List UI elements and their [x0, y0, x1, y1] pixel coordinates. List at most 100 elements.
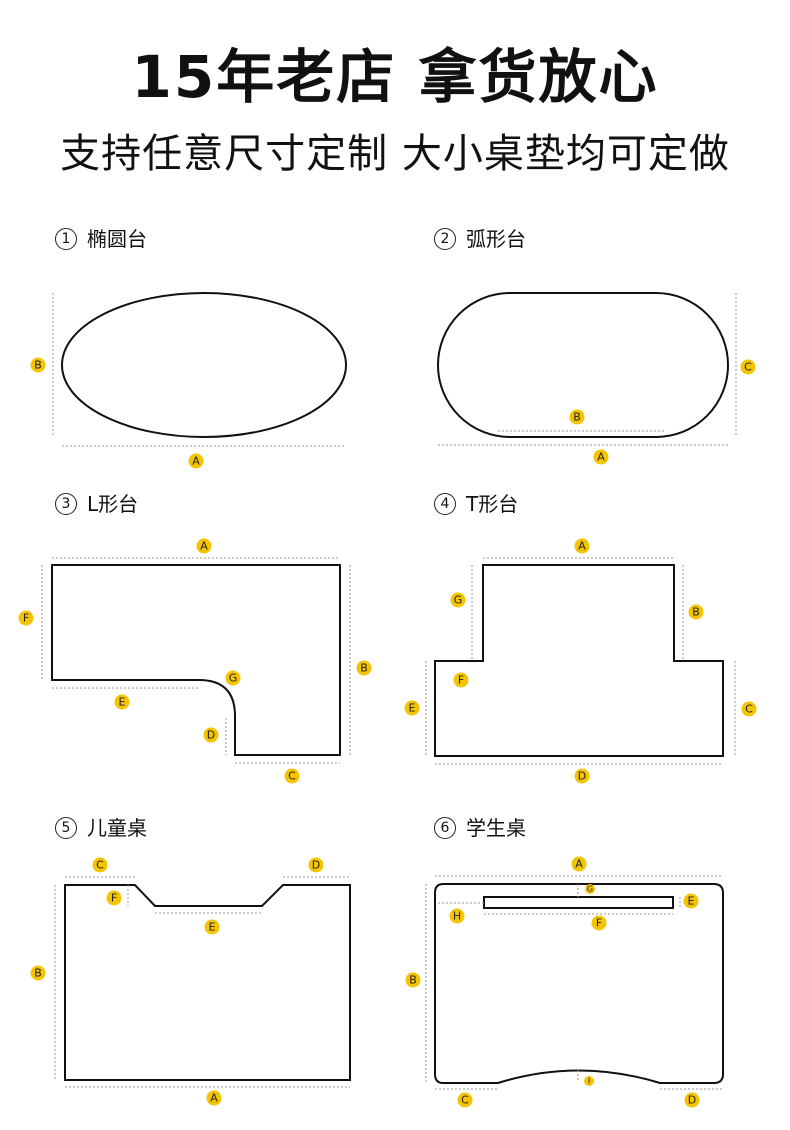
dimension-badge: E — [683, 893, 699, 909]
page-subtitle: 支持任意尺寸定制 大小桌垫均可定做 — [60, 131, 730, 177]
section-student: 6 学生桌 — [434, 814, 526, 842]
dimension-badge: A — [571, 856, 587, 872]
section-label: 椭圆台 — [87, 227, 147, 251]
dimension-badge: B — [30, 357, 46, 373]
oval-shape — [61, 292, 347, 438]
svg-text:G: G — [587, 885, 593, 894]
svg-text:G: G — [229, 672, 238, 685]
section-number: 5 — [55, 817, 77, 839]
section-number: 2 — [434, 228, 456, 250]
svg-text:E: E — [688, 895, 695, 908]
kids-desk-diagram: C D F E B A — [30, 857, 351, 1106]
dimension-badge: C — [741, 701, 757, 717]
dimension-badge: D — [574, 768, 590, 784]
dimension-badge: D — [308, 857, 324, 873]
dimension-badge: D — [684, 1092, 700, 1108]
dimension-badge: A — [593, 449, 609, 465]
svg-text:E: E — [209, 921, 216, 934]
dimension-badge: C — [284, 768, 300, 784]
dimension-badge: B — [30, 965, 46, 981]
svg-text:F: F — [596, 917, 602, 930]
svg-text:A: A — [210, 1092, 218, 1105]
section-label: L形台 — [87, 492, 139, 516]
svg-text:C: C — [461, 1094, 469, 1107]
svg-text:C: C — [96, 859, 104, 872]
svg-text:C: C — [744, 361, 752, 374]
student-desk-shape — [434, 883, 724, 1084]
section-kids: 5 儿童桌 — [55, 814, 147, 842]
pen-slot — [483, 896, 674, 909]
section-arc: 2 弧形台 — [434, 225, 526, 253]
svg-text:F: F — [458, 674, 464, 687]
svg-text:H: H — [453, 910, 461, 923]
dimension-badge: F — [18, 610, 34, 626]
l-shape-diagram: A F B G E D C — [18, 538, 372, 784]
svg-text:B: B — [360, 662, 368, 675]
dimension-badge: C — [92, 857, 108, 873]
svg-text:D: D — [578, 770, 586, 783]
section-label: 儿童桌 — [87, 816, 147, 840]
dimension-badge: B — [356, 660, 372, 676]
svg-text:E: E — [409, 702, 416, 715]
svg-text:G: G — [454, 594, 463, 607]
dimension-badge: C — [457, 1092, 473, 1108]
section-number: 3 — [55, 493, 77, 515]
dimension-badge: F — [591, 915, 607, 931]
oval-diagram: B A — [30, 292, 347, 469]
svg-text:I: I — [588, 1077, 590, 1086]
dimension-badge: H — [449, 908, 465, 924]
dimension-badge: F — [453, 672, 469, 688]
svg-text:C: C — [288, 770, 296, 783]
svg-text:A: A — [575, 858, 583, 871]
svg-text:A: A — [200, 540, 208, 553]
section-l-shape: 3 L形台 — [55, 490, 138, 518]
section-t-shape: 4 T形台 — [434, 490, 518, 518]
dimension-badge: G — [225, 670, 241, 686]
dimension-badge: I — [584, 1076, 594, 1086]
page-title: 15年老店 拿货放心 — [131, 43, 659, 111]
l-shape — [51, 564, 341, 756]
svg-text:D: D — [688, 1094, 696, 1107]
dimension-badge: A — [574, 538, 590, 554]
svg-text:B: B — [573, 411, 581, 424]
section-label: 弧形台 — [466, 227, 526, 251]
dimension-badge: A — [188, 453, 204, 469]
section-oval: 1 椭圆台 — [55, 225, 147, 253]
t-shape — [434, 564, 724, 757]
dimension-badge: B — [569, 409, 585, 425]
dimension-badge: A — [206, 1090, 222, 1106]
dimension-badge: G — [585, 884, 595, 894]
svg-text:B: B — [34, 359, 42, 372]
section-number: 6 — [434, 817, 456, 839]
kids-desk-shape — [64, 884, 351, 1081]
section-label: T形台 — [466, 492, 519, 516]
svg-text:C: C — [745, 703, 753, 716]
section-number: 4 — [434, 493, 456, 515]
arc-shape — [437, 292, 729, 438]
arc-diagram: C B A — [437, 292, 756, 465]
svg-text:D: D — [207, 729, 215, 742]
dimension-badge: B — [688, 604, 704, 620]
svg-text:D: D — [312, 859, 320, 872]
t-shape-diagram: A G B F E C D — [404, 538, 757, 784]
dimension-badge: E — [204, 919, 220, 935]
dimension-badge: F — [106, 890, 122, 906]
dimension-badge: D — [203, 727, 219, 743]
svg-text:E: E — [119, 696, 126, 709]
dimension-badge: G — [450, 592, 466, 608]
svg-text:B: B — [34, 967, 42, 980]
dimension-badge: E — [114, 694, 130, 710]
svg-text:B: B — [409, 974, 417, 987]
dimension-badge: E — [404, 700, 420, 716]
svg-text:A: A — [578, 540, 586, 553]
dimension-badge: C — [740, 359, 756, 375]
section-label: 学生桌 — [466, 816, 526, 840]
svg-text:A: A — [597, 451, 605, 464]
svg-text:F: F — [23, 612, 29, 625]
dimension-badge: B — [405, 972, 421, 988]
svg-text:A: A — [192, 455, 200, 468]
student-desk-diagram: A G E H F B I C D — [405, 856, 724, 1108]
svg-text:F: F — [111, 892, 117, 905]
section-number: 1 — [55, 228, 77, 250]
